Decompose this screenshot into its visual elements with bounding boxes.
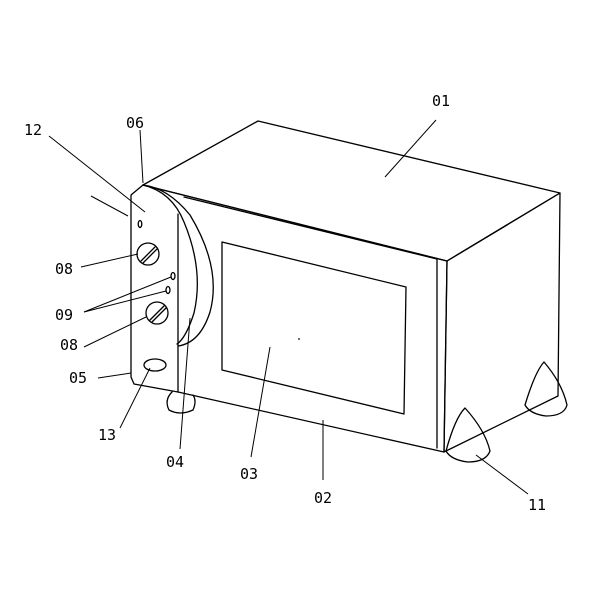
label-05: 05 (69, 369, 87, 387)
label-03: 03 (240, 465, 258, 483)
label-06: 06 (126, 114, 144, 132)
viewing-window (221, 241, 407, 415)
control-knob-upper (136, 242, 160, 266)
label-02: 02 (314, 489, 332, 507)
label-13: 13 (98, 426, 116, 444)
label-09: 09 (55, 306, 73, 324)
label-04: 04 (166, 453, 184, 471)
indicator-light-b (165, 285, 171, 295)
control-knob-lower (145, 301, 169, 325)
window-dot (298, 338, 300, 340)
door-release-button (143, 358, 167, 372)
leader-lines (48, 119, 529, 495)
control-panel (130, 184, 214, 393)
label-12: 12 (24, 121, 42, 139)
label-08-upper: 08 (55, 260, 73, 278)
label-11: 11 (528, 496, 546, 514)
rear-right-foot (524, 361, 568, 417)
front-right-foot (445, 407, 491, 463)
indicator-light (137, 219, 143, 229)
cabinet-top-face (142, 120, 561, 262)
label-01: 01 (432, 92, 450, 110)
indicator-light-a (170, 271, 176, 281)
front-left-foot (166, 391, 196, 414)
cabinet-body (142, 120, 561, 453)
front-frame (142, 184, 448, 453)
label-08-lower: 08 (60, 336, 78, 354)
